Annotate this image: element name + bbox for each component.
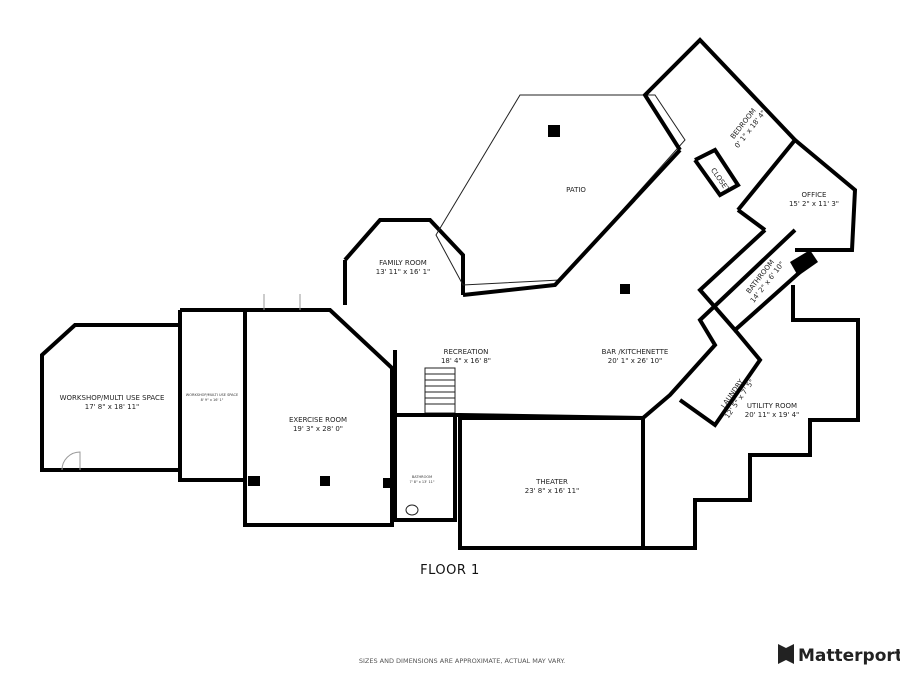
brand-name: Matterport (798, 646, 900, 666)
staircase (424, 367, 456, 414)
room-recreation-bar: RECREATION 18' 4" x 16' 8" BAR /KITCHENE… (393, 148, 797, 421)
room-dims: 15' 2" x 11' 3" (789, 200, 839, 208)
room-name: EXERCISE ROOM (289, 416, 347, 424)
room-bedroom: BEDROOM 0' 1" x 18' 4" CLOSET (642, 37, 798, 212)
room-name: OFFICE (802, 191, 827, 199)
room-dims: 7' 8" x 13' 11" (409, 480, 434, 484)
room-workshop: WORKSHOP/MULTI USE SPACE 17' 8" x 18' 11… (40, 323, 180, 472)
room-name: RECREATION (444, 348, 489, 356)
room-name: WORKSHOP/MULTI USE SPACE (186, 393, 238, 397)
room-name: BATHROOM (412, 475, 432, 479)
room-patio: PATIO (435, 94, 686, 286)
room-family: FAMILY ROOM 13' 11" x 16' 1" (343, 218, 465, 305)
room-office: OFFICE 15' 2" x 11' 3" (736, 138, 858, 252)
room-name: PATIO (566, 186, 586, 194)
floor-label: FLOOR 1 (420, 563, 480, 578)
room-dims: 19' 3" x 28' 0" (293, 425, 343, 433)
room-name: WORKSHOP/MULTI USE SPACE (60, 394, 165, 402)
room-dims: 13' 11" x 16' 1" (376, 268, 431, 276)
disclaimer: SIZES AND DIMENSIONS ARE APPROXIMATE, AC… (359, 657, 565, 665)
room-dims: 8' 9" x 16' 1" (201, 398, 224, 402)
matterport-logo-icon (778, 644, 794, 664)
room-dims: 23' 8" x 16' 11" (525, 487, 580, 495)
room-dims: 17' 8" x 18' 11" (85, 403, 140, 411)
room-utility: UTILITY ROOM 20' 11" x 19' 4" (641, 285, 860, 550)
room-name: UTILITY ROOM (747, 402, 797, 410)
room-bathroom-small: BATHROOM 7' 8" x 13' 11" (393, 413, 457, 522)
room-workshop-2: WORKSHOP/MULTI USE SPACE 8' 9" x 16' 1" (178, 308, 245, 482)
room-dims: 20' 11" x 19' 4" (745, 411, 800, 419)
room-name: BAR /KITCHENETTE (602, 348, 669, 356)
room-theater: THEATER 23' 8" x 16' 11" (458, 416, 645, 550)
room-dims: 20' 1" x 26' 10" (608, 357, 663, 365)
room-name: FAMILY ROOM (379, 259, 427, 267)
room-bathroom: BATHROOM 14' 2" x 6' 10" (697, 228, 818, 333)
room-dims: 18' 4" x 16' 8" (441, 357, 491, 365)
room-exercise: EXERCISE ROOM 19' 3" x 28' 0" (243, 294, 394, 527)
room-name: THEATER (535, 478, 568, 486)
